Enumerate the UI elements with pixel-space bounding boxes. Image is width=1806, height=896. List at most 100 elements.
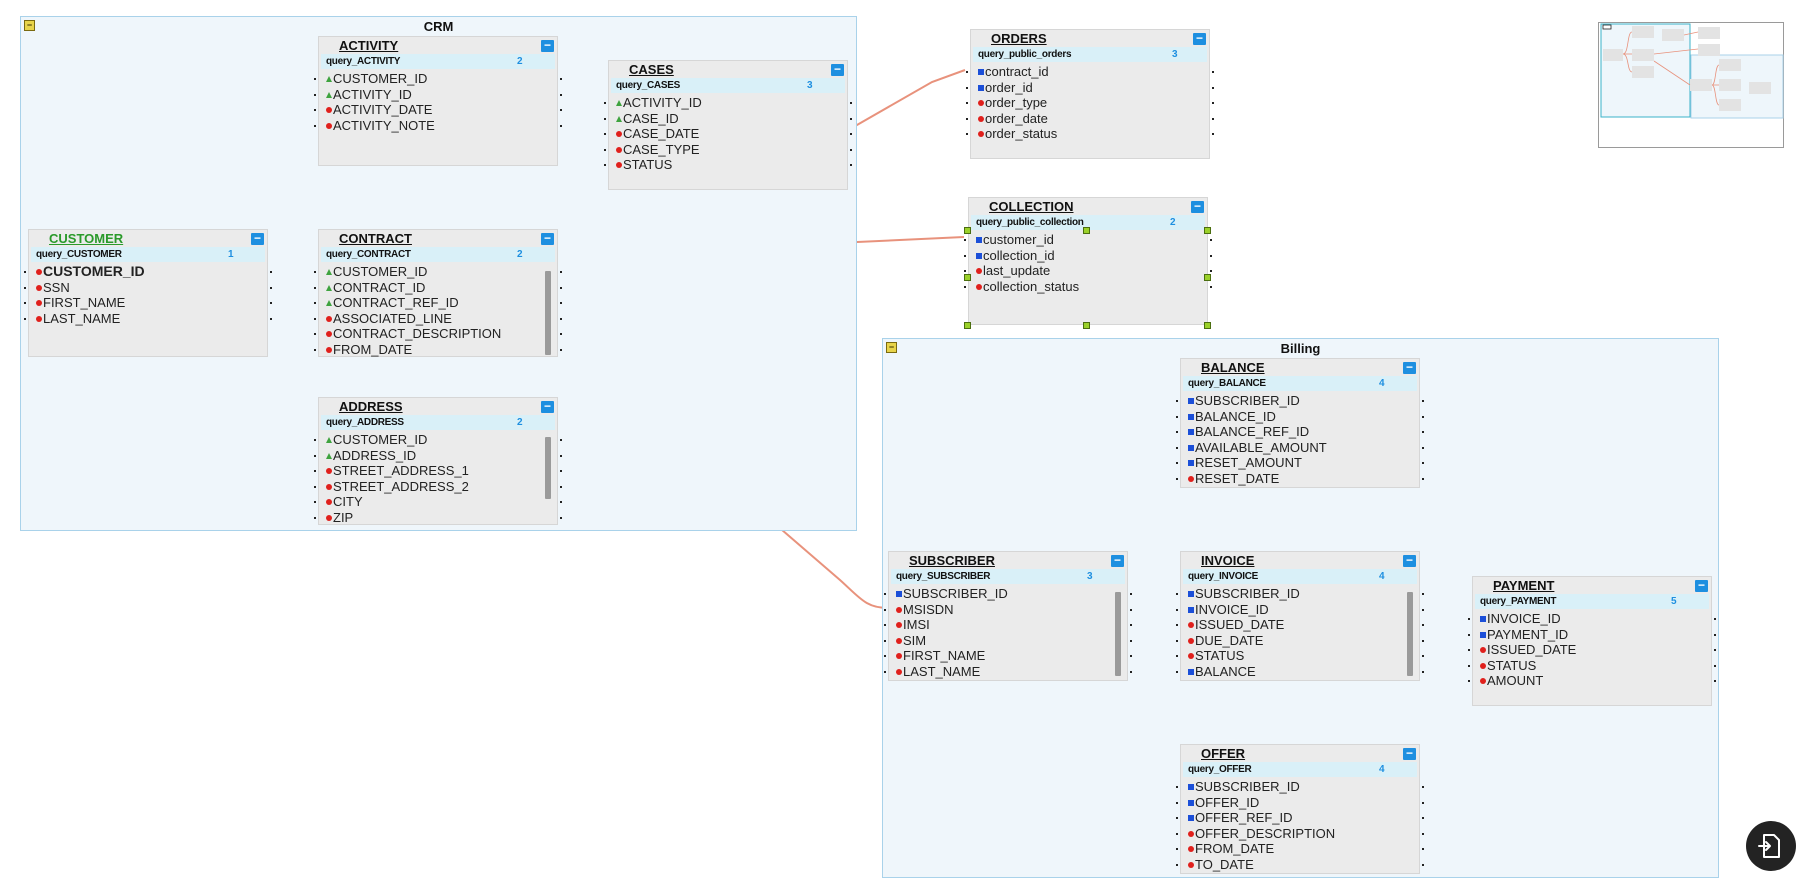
field-row[interactable]: ASSOCIATED_LINE — [314, 311, 562, 327]
port-left[interactable] — [1176, 863, 1178, 866]
port-left[interactable] — [314, 485, 316, 488]
port-right[interactable] — [560, 516, 562, 519]
field-row[interactable]: ACTIVITY_ID — [604, 95, 852, 111]
port-left[interactable] — [884, 639, 886, 642]
port-left[interactable] — [884, 624, 886, 626]
field-row[interactable]: SUBSCRIBER_ID — [1176, 779, 1424, 795]
port-left[interactable] — [1176, 593, 1178, 595]
field-row[interactable]: order_status — [966, 126, 1214, 142]
port-left[interactable] — [1176, 446, 1178, 449]
port-right[interactable] — [1714, 680, 1716, 682]
field-row[interactable]: last_update — [964, 263, 1212, 279]
minus-icon[interactable]: − — [1111, 554, 1124, 567]
port-right[interactable] — [1714, 618, 1716, 620]
field-row[interactable]: CITY — [314, 494, 562, 510]
minus-icon[interactable]: − — [1695, 579, 1708, 592]
port-left[interactable] — [1176, 431, 1178, 433]
field-row[interactable]: ACTIVITY_DATE — [314, 102, 562, 118]
port-left[interactable] — [966, 71, 968, 73]
port-left[interactable] — [1176, 624, 1178, 626]
port-right[interactable] — [1422, 863, 1424, 866]
port-left[interactable] — [1176, 400, 1178, 402]
field-row[interactable]: OFFER_DESCRIPTION — [1176, 826, 1424, 842]
field-row[interactable]: collection_id — [964, 248, 1212, 264]
port-right[interactable] — [1422, 786, 1424, 788]
port-left[interactable] — [314, 109, 316, 111]
port-left[interactable] — [314, 516, 316, 519]
port-right[interactable] — [1422, 832, 1424, 835]
field-row[interactable]: AVAILABLE_AMOUNT — [1176, 440, 1424, 456]
field-row[interactable]: BALANCE_REF_ID — [1176, 424, 1424, 440]
export-button[interactable] — [1746, 821, 1796, 871]
port-right[interactable] — [850, 102, 852, 104]
field-row[interactable]: CONTRACT_DESCRIPTION — [314, 326, 562, 342]
field-row[interactable]: FIRST_NAME — [884, 648, 1132, 664]
port-right[interactable] — [270, 286, 272, 289]
port-right[interactable] — [1130, 624, 1132, 626]
port-right[interactable] — [1422, 639, 1424, 642]
field-row[interactable]: RESET_AMOUNT — [1176, 455, 1424, 471]
port-right[interactable] — [1422, 801, 1424, 804]
port-left[interactable] — [604, 102, 606, 104]
port-left[interactable] — [1176, 608, 1178, 611]
field-row[interactable]: LAST_NAME — [884, 664, 1132, 680]
field-row[interactable]: CUSTOMER_ID — [314, 71, 562, 87]
field-row[interactable]: SUBSCRIBER_ID — [884, 586, 1132, 602]
port-right[interactable] — [1422, 431, 1424, 433]
field-row[interactable]: OFFER_ID — [1176, 795, 1424, 811]
field-row[interactable]: STATUS — [1176, 648, 1424, 664]
field-row[interactable]: ADDRESS_ID — [314, 448, 562, 464]
port-left[interactable] — [604, 164, 606, 166]
group-collapse-icon[interactable]: − — [24, 20, 35, 31]
field-row[interactable]: collection_status — [964, 279, 1212, 295]
resize-handle[interactable] — [964, 322, 971, 329]
resize-handle[interactable] — [964, 274, 971, 281]
port-left[interactable] — [314, 78, 316, 80]
port-left[interactable] — [966, 102, 968, 104]
field-row[interactable]: SUBSCRIBER_ID — [1176, 393, 1424, 409]
field-row[interactable]: INVOICE_ID — [1468, 611, 1716, 627]
field-row[interactable]: BALANCE — [1176, 664, 1424, 680]
resize-handle[interactable] — [1204, 227, 1211, 234]
port-right[interactable] — [560, 317, 562, 320]
field-row[interactable]: order_date — [966, 111, 1214, 127]
field-row[interactable]: CASE_ID — [604, 111, 852, 127]
field-row[interactable]: AMOUNT — [1468, 673, 1716, 689]
field-row[interactable]: CONTRACT_REF_ID — [314, 295, 562, 311]
port-right[interactable] — [1422, 624, 1424, 626]
port-right[interactable] — [1714, 649, 1716, 651]
port-right[interactable] — [1212, 71, 1214, 73]
field-row[interactable]: customer_id — [964, 232, 1212, 248]
field-row[interactable]: contract_id — [966, 64, 1214, 80]
port-left[interactable] — [314, 439, 316, 441]
port-left[interactable] — [604, 133, 606, 135]
port-right[interactable] — [560, 485, 562, 488]
port-left[interactable] — [314, 470, 316, 472]
port-right[interactable] — [1210, 239, 1212, 241]
minus-icon[interactable]: − — [1403, 361, 1416, 374]
field-row[interactable]: CUSTOMER_ID — [314, 432, 562, 448]
field-row[interactable]: OFFER_REF_ID — [1176, 810, 1424, 826]
field-row[interactable]: FROM_DATE — [1176, 841, 1424, 857]
port-left[interactable] — [964, 270, 966, 272]
resize-handle[interactable] — [1204, 322, 1211, 329]
port-right[interactable] — [270, 271, 272, 273]
minus-icon[interactable]: − — [1193, 32, 1206, 45]
field-row[interactable]: SSN — [24, 280, 272, 296]
port-left[interactable] — [884, 655, 886, 657]
port-left[interactable] — [24, 286, 26, 289]
port-left[interactable] — [1176, 670, 1178, 673]
port-left[interactable] — [1176, 817, 1178, 819]
field-row[interactable]: ZIP — [314, 510, 562, 526]
field-row[interactable]: CUSTOMER_ID — [24, 263, 272, 280]
port-left[interactable] — [884, 593, 886, 595]
port-right[interactable] — [850, 164, 852, 166]
port-left[interactable] — [314, 286, 316, 289]
port-left[interactable] — [24, 302, 26, 304]
port-right[interactable] — [1130, 655, 1132, 657]
port-right[interactable] — [1210, 270, 1212, 272]
